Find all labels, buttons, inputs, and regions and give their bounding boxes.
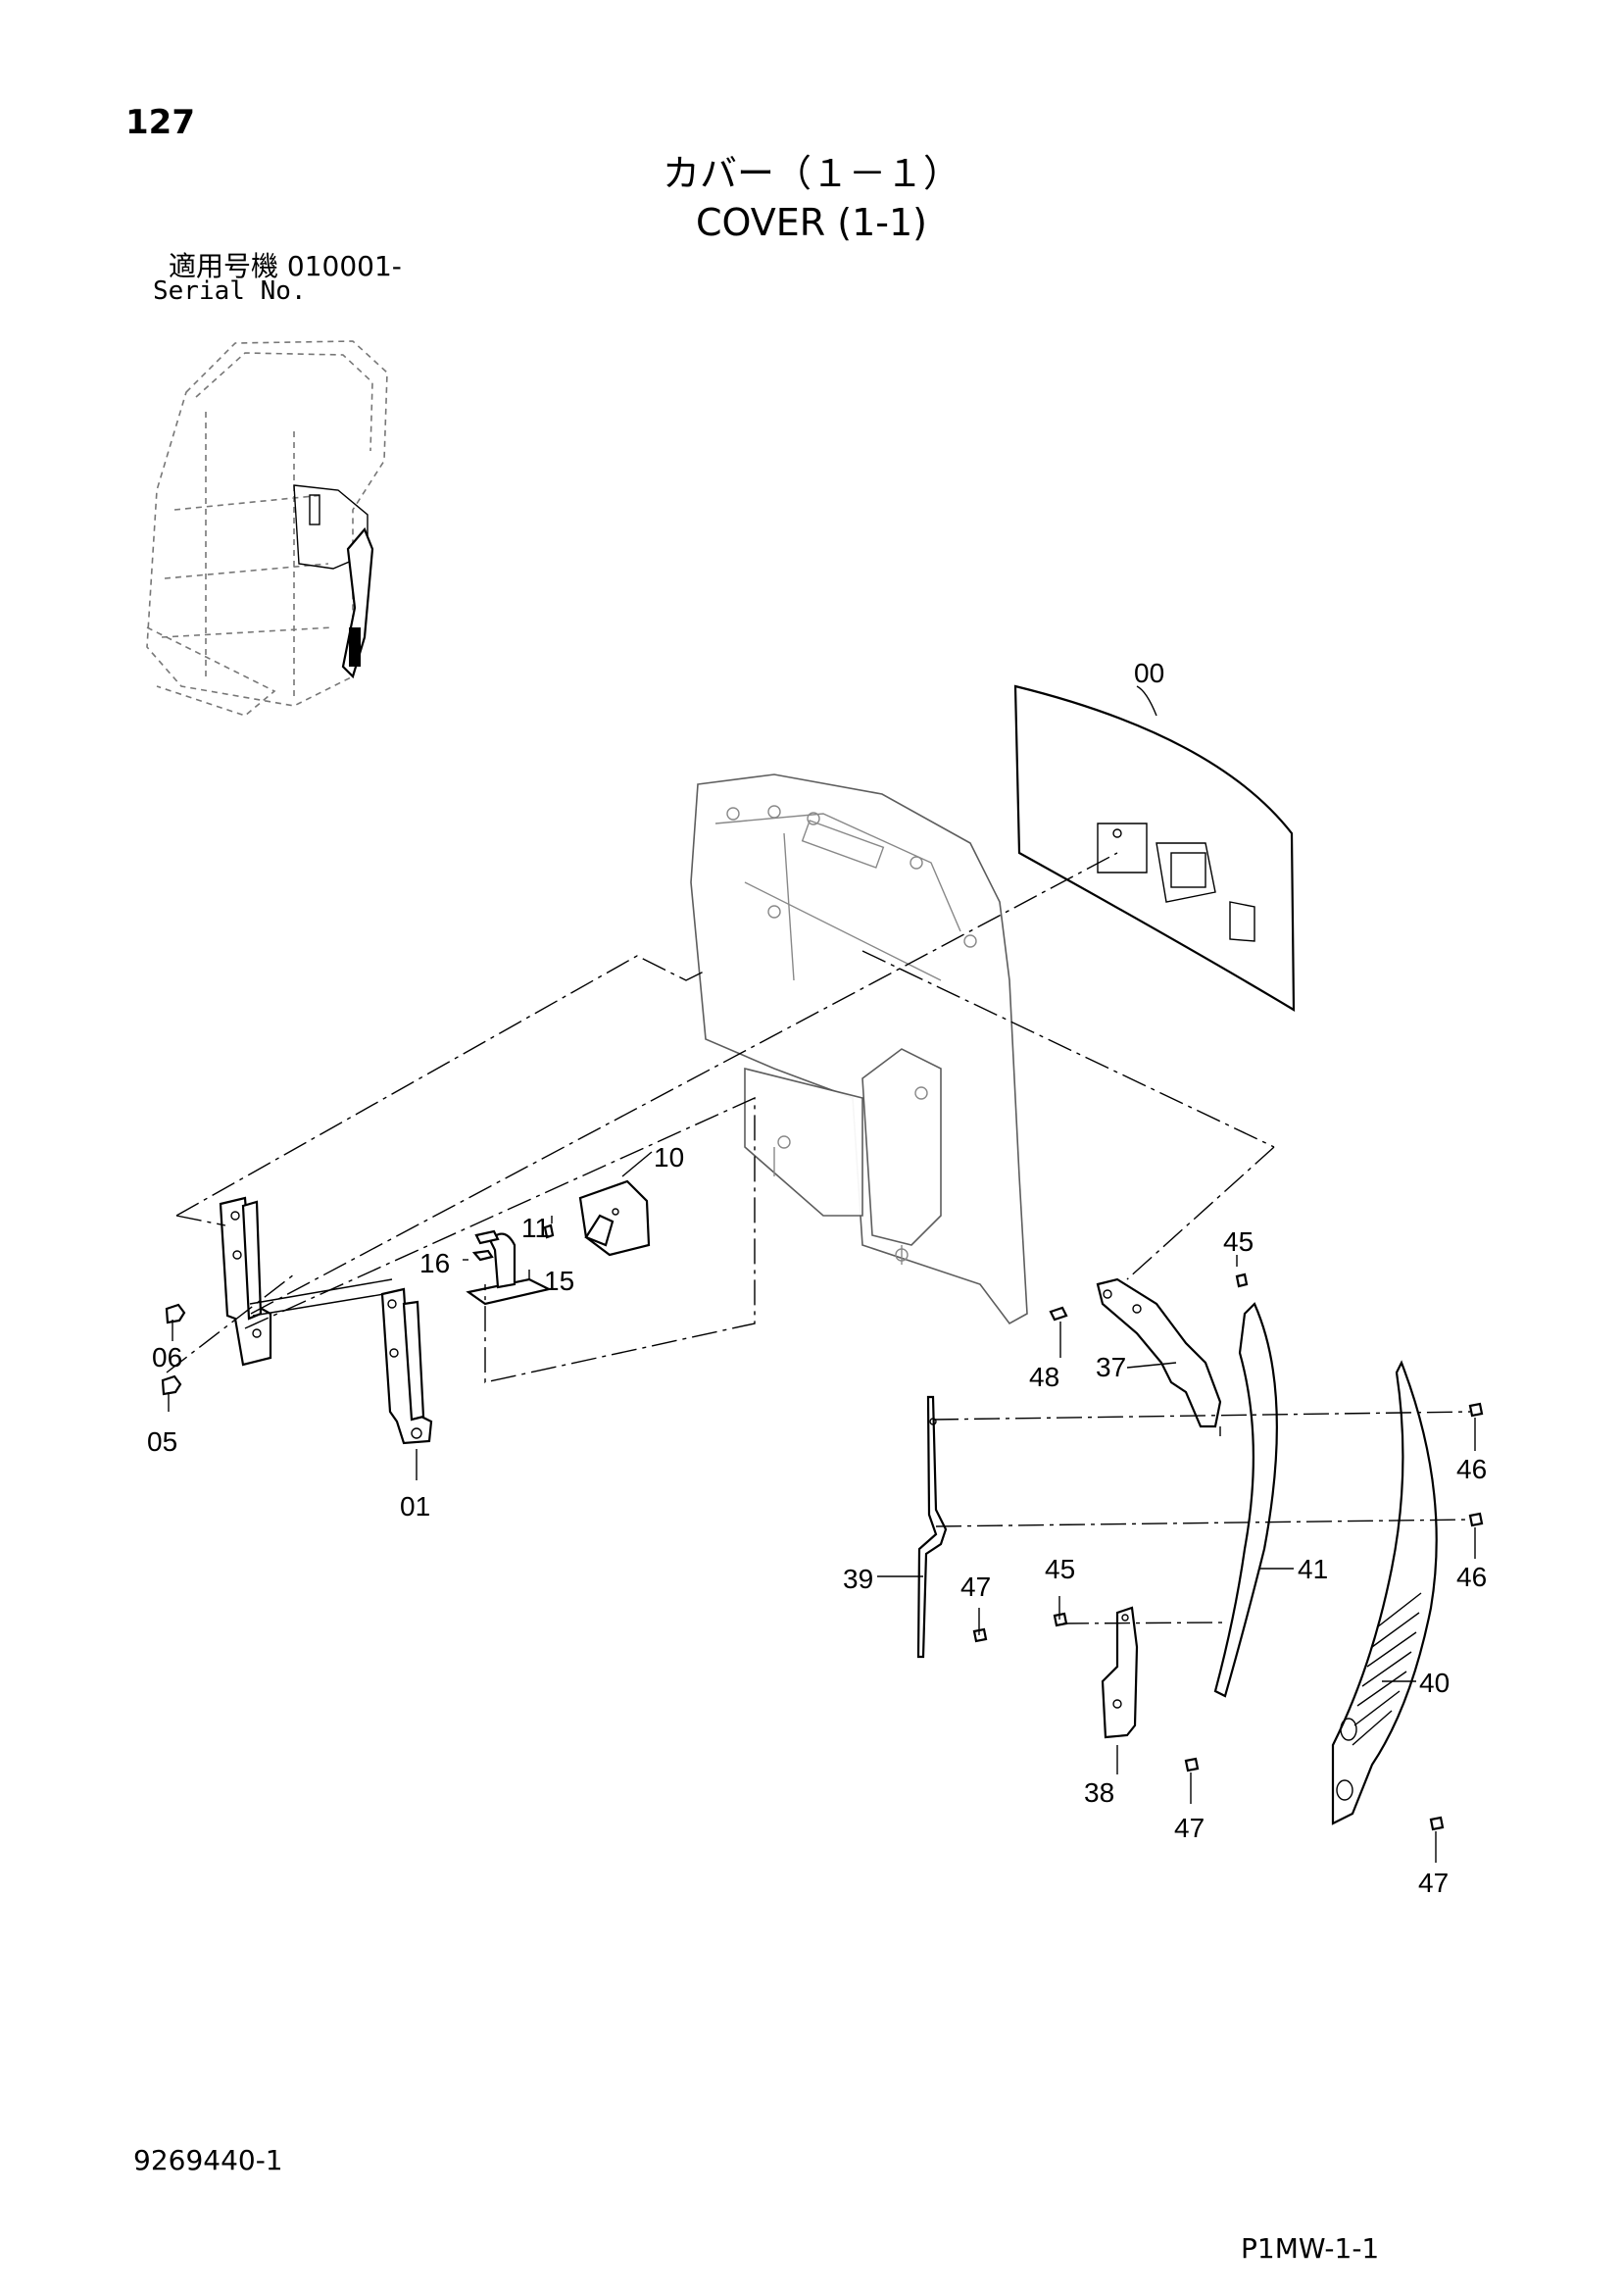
callout-46-upper: 46	[1456, 1454, 1487, 1484]
cover-part-40	[1331, 1360, 1438, 1825]
callout-06: 06	[152, 1342, 182, 1373]
callout-16: 16	[419, 1248, 450, 1278]
callout-15: 15	[544, 1266, 574, 1296]
assembly-lines	[166, 852, 1471, 1624]
callout-47-bracket39: 47	[960, 1572, 991, 1602]
page-reference: P1MW-1-1	[1241, 2232, 1380, 2265]
callout-10: 10	[654, 1142, 684, 1173]
callout-01: 01	[400, 1491, 430, 1522]
bracket-part-15	[466, 1229, 553, 1306]
bracket-part-38	[1101, 1606, 1139, 1739]
callout-37: 37	[1096, 1352, 1126, 1382]
cover-part-41	[1213, 1302, 1278, 1698]
serial-label-japanese: 適用号機 010001-	[169, 250, 402, 282]
callout-00: 00	[1134, 658, 1164, 688]
panel-part-00	[1013, 684, 1296, 1012]
callout-46-lower: 46	[1456, 1562, 1487, 1592]
callout-47-cover40: 47	[1418, 1868, 1449, 1898]
main-frame	[690, 774, 1028, 1325]
callout-40: 40	[1419, 1668, 1450, 1698]
document-code: 9269440-1	[133, 2144, 283, 2176]
leader-lines	[168, 685, 1476, 1863]
callout-05: 05	[147, 1426, 177, 1457]
serial-label-english: Serial No.	[153, 276, 307, 306]
fasteners	[161, 1223, 1484, 1831]
callout-38: 38	[1084, 1777, 1114, 1808]
callout-45-lower: 45	[1045, 1554, 1075, 1584]
location-thumbnail	[146, 340, 388, 717]
callout-39: 39	[843, 1564, 873, 1594]
page-title-japanese: カバー（１－１）	[662, 152, 960, 195]
page-title-english: COVER (1-1)	[696, 201, 927, 244]
callout-47-bracket38: 47	[1174, 1813, 1205, 1843]
bracket-part-10	[578, 1179, 651, 1257]
callout-45-top: 45	[1223, 1226, 1254, 1257]
bracket-part-37	[1096, 1277, 1222, 1428]
callout-48: 48	[1029, 1362, 1059, 1392]
callout-41: 41	[1298, 1554, 1328, 1584]
page-number: 127	[125, 103, 195, 142]
callout-11: 11	[521, 1213, 550, 1243]
callout-labels: 00 01 05 06 10 11 15 16 37 38 39 40 41 4…	[147, 658, 1487, 1898]
